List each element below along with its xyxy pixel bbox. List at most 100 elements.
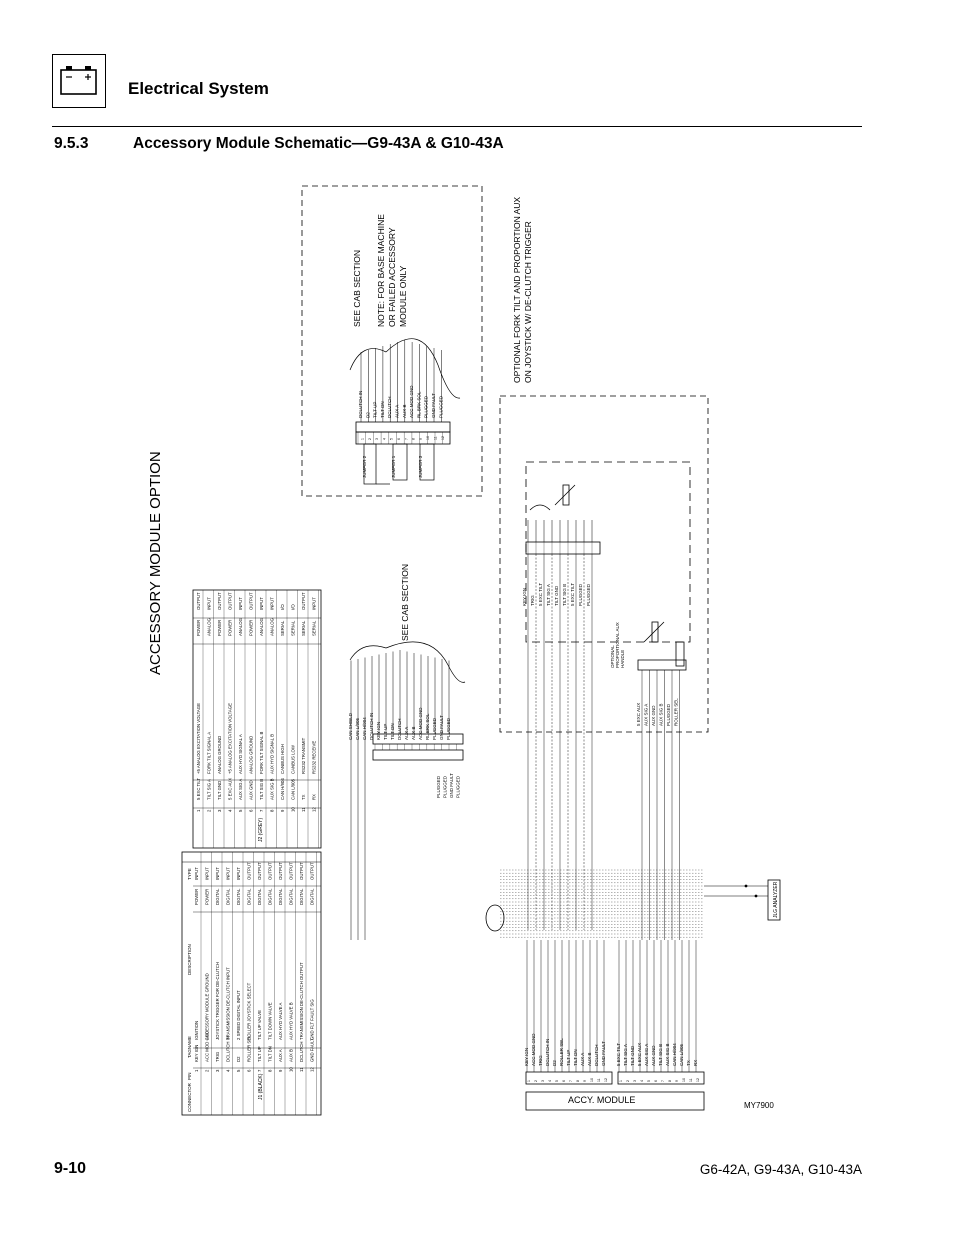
cab-mid-wire-label: CAN H/904 xyxy=(362,717,367,740)
module-j2-wire-label: 5 EXC TILT xyxy=(616,1043,621,1066)
module-j1-wire-label: AUX B xyxy=(587,1052,592,1066)
j1-cell: INPUT xyxy=(205,867,210,880)
optional-note-line: OPTIONAL FORK TILT AND PROPORTION AUX xyxy=(512,197,522,383)
j1-connector-label: J1 (BLACK) xyxy=(258,1073,264,1100)
j1-cell: JOYSTICK TRIGGER FOR DE-CLUTCH xyxy=(215,962,220,1040)
j2-cell: ANALOG GROUND xyxy=(217,736,222,774)
j1-pin-table xyxy=(181,851,322,1116)
joystick-wire-label: 5 EXC TILT xyxy=(570,583,575,606)
footer-models: G6-42A, G9-43A, G10-43A xyxy=(699,1162,862,1177)
pin-number: 8 xyxy=(668,1080,672,1082)
cab-mid-wire-label: PLUGGED xyxy=(446,717,451,740)
j1-cell: ACC MOD GND xyxy=(205,1031,210,1062)
cab-mid-lower-label: PLUGGED xyxy=(456,775,461,798)
jumper-label: JUMPER 1 xyxy=(391,455,396,478)
j2-cell: I/O xyxy=(280,604,285,610)
j2-cell: AUX SIG B xyxy=(270,778,275,800)
j1-cell: 12 xyxy=(310,1067,315,1072)
pin-number: 6 xyxy=(397,438,401,440)
cab-mid-lower-label: PLUGGED xyxy=(436,775,441,798)
j1-cell: D2 xyxy=(236,1056,241,1062)
pin-number: 12 xyxy=(696,1078,700,1082)
module-j1-wire-label: ACC MOD GND xyxy=(531,1033,536,1066)
j2-connector-label: J2 (GREY) xyxy=(258,817,264,842)
pin-number: 2 xyxy=(626,1080,630,1082)
j2-cell: 5 EXC TILT xyxy=(196,778,201,800)
cab-note-line: NOTE: FOR BASE MACHINE xyxy=(376,214,386,327)
j1-cell: DIGITAL xyxy=(299,888,304,905)
j2-cell: SERIAL xyxy=(301,620,306,636)
aux-handle-connector xyxy=(637,659,687,671)
cab-top-wire-label: D2 xyxy=(365,412,370,418)
module-j1-wire-label: AUX A xyxy=(580,1053,585,1066)
cab-mid-wire-label: RL BRK SOL xyxy=(425,713,430,740)
cab-top-wire-label: TILT UP xyxy=(373,402,378,418)
j2-cell: +5 ANALOG EXCITATION VOLTAGE xyxy=(228,703,233,774)
battery-icon xyxy=(52,54,106,108)
j1-cell: 9 xyxy=(278,1069,283,1072)
aux-handle-wire-label: AUX SIG B xyxy=(659,703,664,726)
j1-cell: KEY IGN xyxy=(194,1045,199,1062)
cab-top-wire-label: GND FAULT xyxy=(431,393,436,418)
header-title: Electrical System xyxy=(128,79,269,98)
j1-cell: 7 xyxy=(257,1069,262,1072)
cab-mid-wire-label: KEY IGN xyxy=(376,722,381,740)
j2-cell: OUTPUT xyxy=(301,592,306,610)
j2-cell: CAN L/905 xyxy=(291,778,296,800)
j2-cell: 5 EXC AUX xyxy=(228,778,233,800)
j1-cell: AUX A xyxy=(278,1049,283,1062)
j2-cell: 12 xyxy=(312,807,317,812)
j1-header-label: TYPE xyxy=(187,868,192,880)
j2-cell: ANALOG xyxy=(270,617,275,636)
pin-number: 9 xyxy=(583,1080,587,1082)
pin-number: 3 xyxy=(633,1080,637,1082)
prop-aux-label: PROPORTIONAL AUX xyxy=(615,622,620,668)
section-number: 9.5.3 xyxy=(54,135,89,152)
pin-number: 5 xyxy=(647,1080,651,1082)
j1-cell: INPUT xyxy=(194,867,199,880)
j2-cell: TILT GND xyxy=(217,781,222,800)
j1-cell: DIGITAL xyxy=(289,888,294,905)
j1-cell: GND FLT FAULT SIG xyxy=(310,999,315,1040)
prop-aux-label: HANDLE xyxy=(620,650,625,668)
prop-aux-label: OPTIONAL xyxy=(610,645,615,668)
cab-callout-top: SEE CAB SECTION xyxy=(352,250,362,327)
pin-number: 1 xyxy=(619,1080,623,1082)
j2-cell: 5 xyxy=(238,809,243,812)
joystick-inner-box xyxy=(525,461,691,643)
j2-cell: INPUT xyxy=(259,597,264,610)
j1-cell: AUX HYD VALVE A xyxy=(278,1003,283,1040)
aux-handle-wire-label: AUX SIG A xyxy=(644,704,649,726)
joystick-wire-label: TRIG xyxy=(530,595,535,606)
pin-number: 1 xyxy=(527,1080,531,1082)
module-j1-wire-label: KEY IGN xyxy=(524,1048,529,1066)
pin-number: 7 xyxy=(569,1080,573,1082)
j2-cell: POWER xyxy=(228,620,233,636)
module-j1-wire-label: TRIG xyxy=(538,1055,543,1066)
module-j1-wire-label: ROLLER SEL xyxy=(559,1038,564,1066)
cab-top-wire-label: AUX A xyxy=(395,405,400,418)
module-j2-wire-label: TILT SIG A xyxy=(623,1044,628,1066)
j1-cell: POWER xyxy=(205,889,210,905)
cab-mid-lower-label: PLUGGED xyxy=(443,775,448,798)
cab-mid-wire-label: GND FAULT xyxy=(439,715,444,740)
cab-mid-wire-label: TILT DN xyxy=(390,723,395,740)
module-j1-wire-label: D2 xyxy=(552,1060,557,1066)
j1-cell: TRANSMISSION DE-CLUTCH OUTPUT xyxy=(299,962,304,1040)
j2-cell: ANALOG GROUND xyxy=(249,736,254,774)
j1-cell: DIGITAL xyxy=(278,888,283,905)
module-j2-wire-label: RX xyxy=(693,1060,698,1066)
j1-cell: OUTPUT xyxy=(289,862,294,880)
accy-module-label: ACCY. MODULE xyxy=(568,1095,635,1105)
j2-cell: 4 xyxy=(228,809,233,812)
cab-mid-wire-label: TILT UP xyxy=(383,724,388,740)
j1-cell: 1 xyxy=(194,1069,199,1072)
cab-top-wire-label: DCLUTCH IN xyxy=(358,391,363,418)
j1-cell: 8 xyxy=(268,1069,273,1072)
pin-number: 2 xyxy=(368,438,372,440)
j1-cell: TRIG xyxy=(215,1051,220,1062)
aux-potentiometer xyxy=(643,621,685,667)
module-j2-wire-label: AUX SIG B xyxy=(665,1043,670,1066)
